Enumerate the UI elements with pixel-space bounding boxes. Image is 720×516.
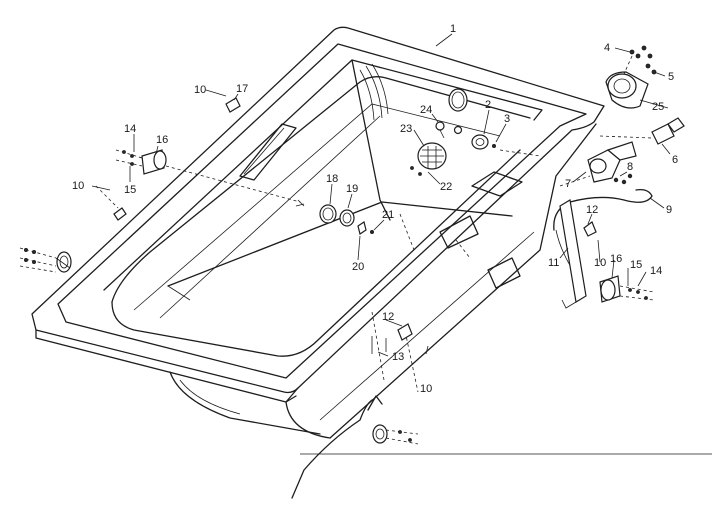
callout-15-right: 15	[630, 259, 642, 271]
callout-21: 21	[382, 209, 394, 221]
callout-13: 13	[392, 351, 404, 363]
callout-22: 22	[440, 181, 452, 193]
callout-10-bottom: 10	[420, 383, 432, 395]
callout-20: 20	[352, 261, 364, 273]
callout-10-top-left: 10	[194, 84, 206, 96]
callout-9: 9	[666, 204, 672, 216]
callout-labels: 1 2 3 4 5 6 7 8 9 10 10 10 10 11 12 12 1…	[72, 23, 678, 395]
callout-25: 25	[652, 101, 664, 113]
callout-14-left: 14	[124, 123, 136, 135]
callout-18: 18	[326, 173, 338, 185]
callout-15-left: 15	[124, 184, 136, 196]
callout-14-right: 14	[650, 265, 662, 277]
leader-lines	[91, 33, 671, 357]
callout-4: 4	[604, 42, 610, 54]
callout-6: 6	[672, 154, 678, 166]
callout-10-left: 10	[72, 180, 84, 192]
callout-5: 5	[668, 71, 674, 83]
callout-24: 24	[420, 104, 432, 116]
callout-10-right: 10	[594, 257, 606, 269]
callout-16-left: 16	[156, 134, 168, 146]
callout-12-bottom: 12	[382, 311, 394, 323]
callout-7: 7	[565, 178, 571, 190]
tub-shell	[31, 26, 605, 439]
callout-12-right: 12	[586, 204, 598, 216]
callout-16-right: 16	[610, 253, 622, 265]
callout-1: 1	[450, 23, 456, 35]
callout-11: 11	[548, 257, 559, 269]
callout-2: 2	[485, 99, 491, 111]
callout-19: 19	[346, 183, 358, 195]
callout-8: 8	[627, 161, 633, 173]
callout-23: 23	[400, 123, 412, 135]
callout-3: 3	[504, 113, 510, 125]
jet-fittings	[19, 45, 685, 499]
callout-17: 17	[236, 83, 248, 95]
